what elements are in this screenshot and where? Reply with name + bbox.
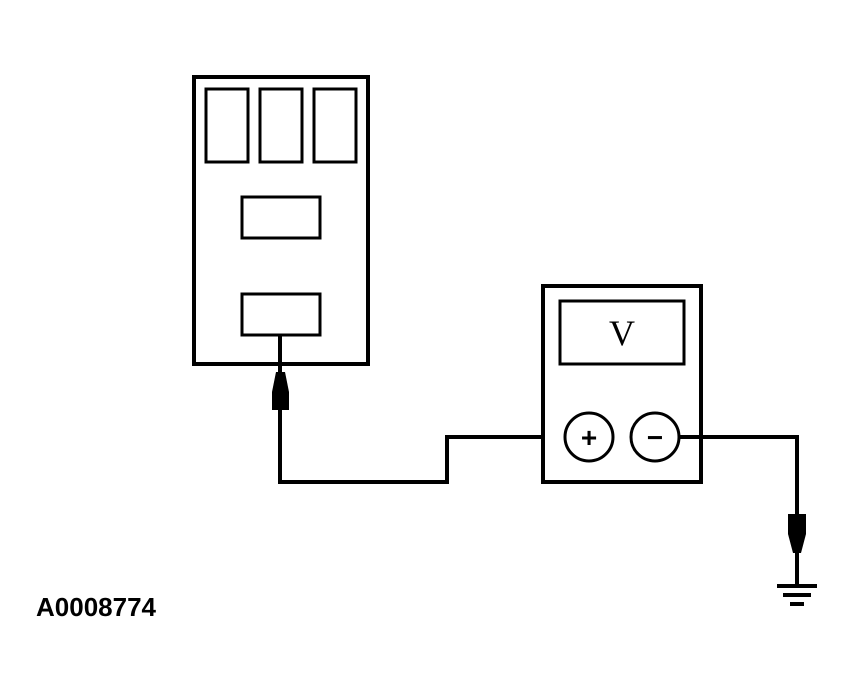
negative-terminal-label: − [647, 422, 663, 453]
voltmeter: V + − [541, 284, 703, 484]
module-terminal-slot [240, 292, 322, 337]
ground-probe [788, 514, 806, 585]
positive-lead-wire [278, 410, 566, 484]
module-slot-3 [312, 87, 358, 164]
module-slot-1 [204, 87, 250, 164]
positive-terminal-label: + [581, 422, 597, 453]
voltmeter-symbol: V [609, 313, 635, 353]
negative-lead-wire [679, 435, 799, 514]
positive-terminal [563, 411, 615, 463]
ground-icon [777, 584, 817, 606]
voltmeter-display [558, 299, 686, 366]
module-slot-2 [258, 87, 304, 164]
module-probe [272, 335, 289, 410]
figure-id-label: A0008774 [36, 592, 156, 622]
module-slot-middle [240, 195, 322, 240]
module-box [192, 75, 370, 366]
